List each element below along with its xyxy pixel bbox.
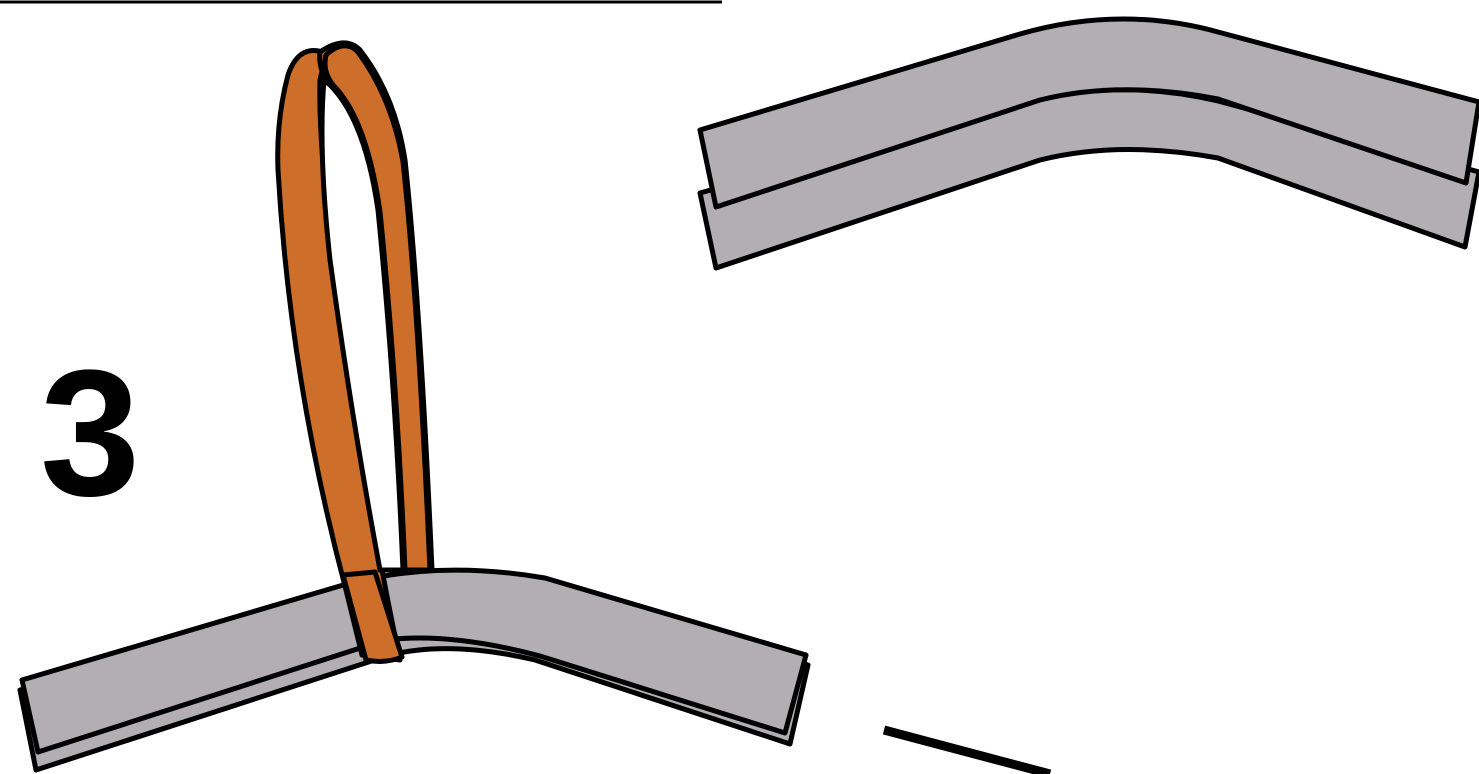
upper-right-strap-pair (697, 16, 1479, 271)
loop-back-leg-front-crossing (340, 569, 405, 664)
front-strap (697, 16, 1479, 210)
lower-left-strap-with-loop (17, 40, 811, 773)
loop-front-leg-top (322, 43, 433, 573)
step-number: 3 (40, 333, 140, 534)
partial-strap-edge (882, 725, 1052, 774)
